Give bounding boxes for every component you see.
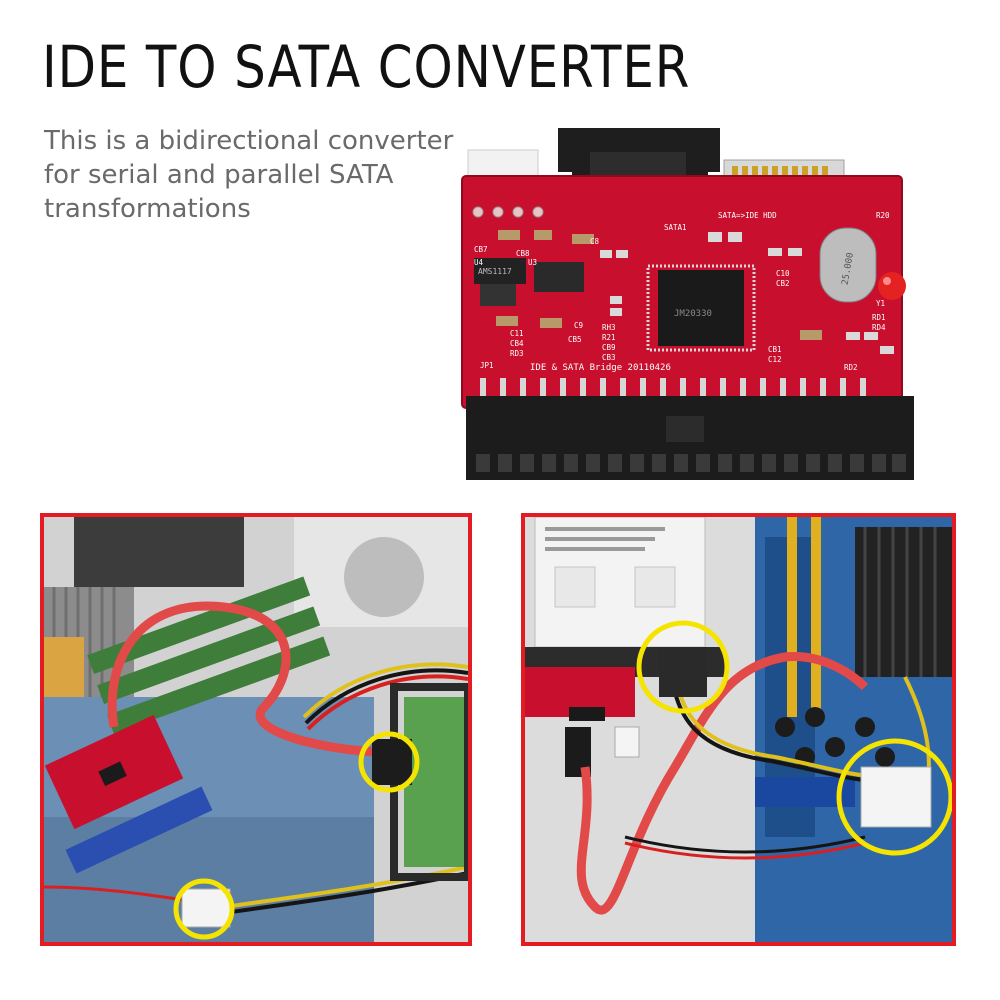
highlight-molex-power — [836, 738, 952, 856]
svg-text:CB3: CB3 — [602, 353, 616, 362]
svg-text:CB4: CB4 — [510, 339, 524, 348]
converter-board-photo: AMS1117 JM20330 25.000 SATA=>IDE HDD — [440, 120, 930, 490]
svg-text:CB8: CB8 — [516, 249, 530, 258]
svg-text:R21: R21 — [602, 333, 616, 342]
main-controller-chip — [658, 270, 744, 346]
svg-text:CB5: CB5 — [568, 335, 582, 344]
svg-text:RD2: RD2 — [844, 363, 858, 372]
main-chip-label: JM20330 — [674, 309, 712, 319]
crystal-oscillator — [819, 227, 877, 303]
secondary-chip — [534, 262, 584, 292]
installation-photo-left — [40, 513, 472, 946]
svg-text:SATA1: SATA1 — [664, 223, 687, 232]
description-line-2: for serial and parallel SATA — [44, 160, 394, 190]
led — [878, 272, 906, 300]
svg-text:C12: C12 — [768, 355, 782, 364]
regulator-chip — [474, 258, 526, 284]
highlight-sata-connector — [358, 731, 420, 793]
regulator-chip-label: AMS1117 — [478, 267, 512, 276]
svg-text:RH3: RH3 — [602, 323, 616, 332]
svg-text:C11: C11 — [510, 329, 524, 338]
product-description: This is a bidirectional converter for se… — [44, 124, 464, 226]
svg-text:C9: C9 — [574, 321, 583, 330]
svg-text:CB9: CB9 — [602, 343, 616, 352]
svg-text:CB7: CB7 — [474, 245, 488, 254]
highlight-power-connector — [173, 878, 235, 940]
svg-text:CB1: CB1 — [768, 345, 782, 354]
motherboard-scene-left — [44, 517, 468, 942]
svg-text:Y1: Y1 — [876, 299, 885, 308]
svg-text:C10: C10 — [776, 269, 790, 278]
motherboard-scene-right — [525, 517, 952, 942]
svg-text:RD3: RD3 — [510, 349, 524, 358]
svg-text:C8: C8 — [590, 237, 600, 246]
svg-text:U4: U4 — [474, 258, 484, 267]
svg-text:JP1: JP1 — [480, 361, 494, 370]
installation-photo-right — [521, 513, 956, 946]
svg-text:CB2: CB2 — [776, 279, 790, 288]
svg-text:RD1: RD1 — [872, 313, 886, 322]
svg-text:RD4: RD4 — [872, 323, 886, 332]
bridge-label: IDE & SATA Bridge 20110426 — [530, 363, 671, 373]
highlight-drive-power — [636, 620, 730, 714]
converter-board: AMS1117 JM20330 25.000 SATA=>IDE HDD — [461, 128, 914, 480]
description-line-1: This is a bidirectional converter — [44, 126, 454, 156]
page-title: IDE TO SATA CONVERTER — [42, 33, 691, 101]
svg-text:R20: R20 — [876, 211, 890, 220]
svg-text:U3: U3 — [528, 258, 537, 267]
mode-label: SATA=>IDE HDD — [718, 211, 777, 220]
description-line-3: transformations — [44, 194, 251, 224]
